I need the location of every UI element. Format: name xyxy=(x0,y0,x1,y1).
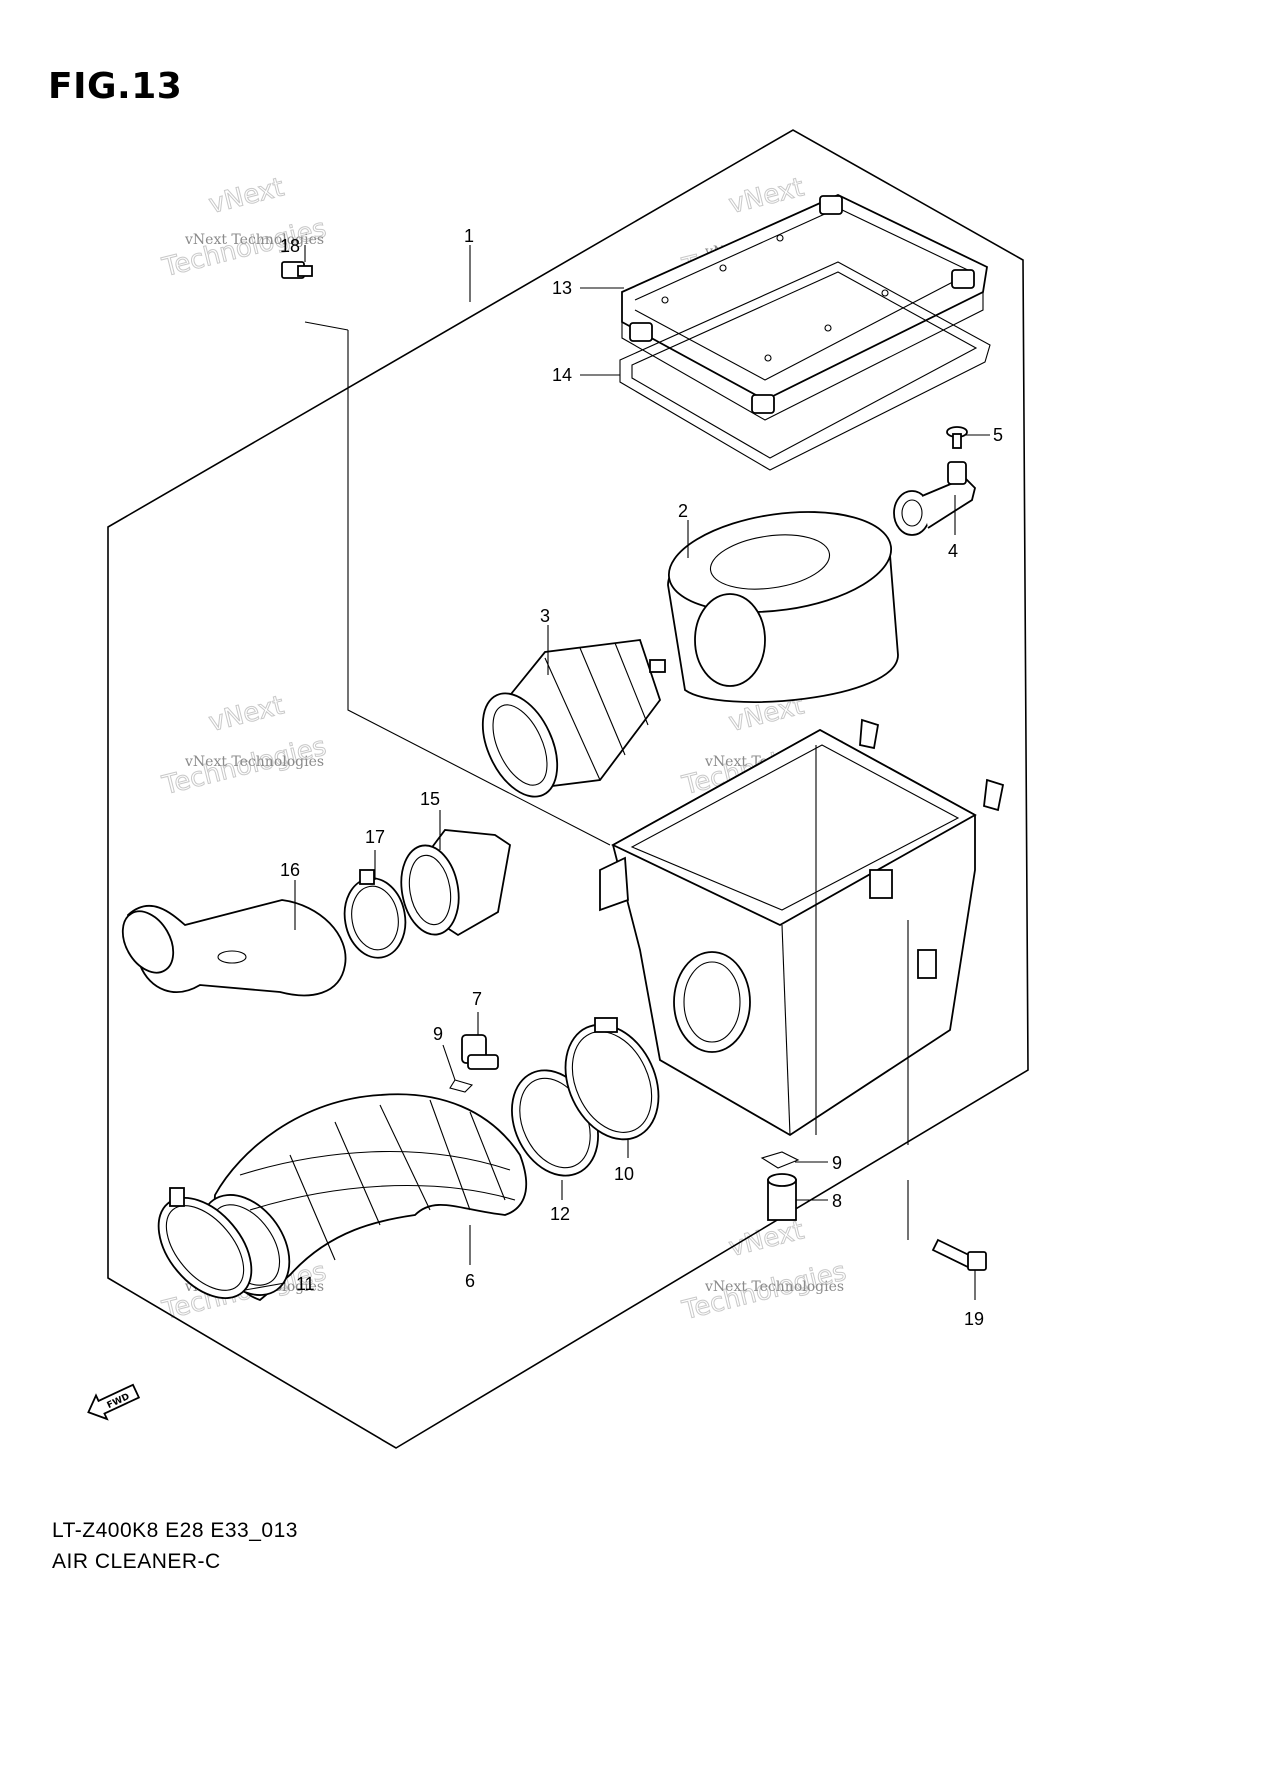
part-2-filter-element xyxy=(667,511,899,703)
part-3-element-cage xyxy=(481,639,666,798)
callout-6: 6 xyxy=(465,1271,475,1291)
callout-1: 1 xyxy=(464,226,474,246)
callout-labels: 1 2 3 4 5 6 7 8 9 9 10 11 12 13 14 15 16… xyxy=(280,226,1003,1329)
callout-14: 14 xyxy=(552,365,572,385)
watermark-small: vNext Technologies xyxy=(184,754,324,770)
callout-11: 11 xyxy=(296,1274,315,1294)
callout-9-lower: 9 xyxy=(832,1153,842,1173)
callout-12: 12 xyxy=(550,1204,570,1224)
callout-5: 5 xyxy=(993,425,1003,445)
part-14-gasket xyxy=(619,261,991,471)
callout-3: 3 xyxy=(540,606,550,626)
callout-16: 16 xyxy=(280,860,300,880)
part-11-clamp xyxy=(157,1187,253,1299)
air-cleaner-case xyxy=(599,718,1005,1137)
watermark-large-top: vNext xyxy=(726,1216,807,1263)
part-9-clip-upper xyxy=(449,1079,474,1093)
part-10-clamp xyxy=(564,1017,660,1141)
part-18-bolt xyxy=(281,261,313,279)
frame-inner-line xyxy=(304,321,349,331)
part-9-clip-lower xyxy=(760,1151,800,1169)
callout-2: 2 xyxy=(678,501,688,521)
part-4-clamp xyxy=(893,461,976,536)
part-19-bolt xyxy=(931,1238,987,1271)
callout-13: 13 xyxy=(552,278,572,298)
frame-inner-line xyxy=(347,330,611,846)
part-17-clamp xyxy=(343,869,407,959)
watermark-small: vNext Technologies xyxy=(184,232,324,248)
part-14-gasket-inner xyxy=(631,271,978,459)
part-15-intake-joint xyxy=(400,829,511,937)
callout-19: 19 xyxy=(964,1309,984,1329)
callout-9-upper: 9 xyxy=(433,1024,443,1044)
part-7-sensor xyxy=(461,1034,499,1070)
part-5-screw xyxy=(946,426,968,449)
callout-17: 17 xyxy=(365,827,385,847)
watermark-small: vNext Technologies xyxy=(704,1279,844,1295)
part-13-cover xyxy=(621,194,988,421)
assembly-name: AIR CLEANER-C xyxy=(52,1550,221,1573)
callout-10: 10 xyxy=(614,1164,634,1184)
callout-4: 4 xyxy=(948,541,958,561)
model-code: LT-Z400K8 E28 E33_013 xyxy=(52,1519,298,1542)
watermark-large-top: vNext xyxy=(206,173,287,220)
watermark-large-top: vNext xyxy=(726,173,807,220)
assembly-frame xyxy=(107,129,1029,1449)
callout-15: 15 xyxy=(420,789,440,809)
watermark-large-top: vNext xyxy=(206,691,287,738)
part-16-inlet-hose xyxy=(121,899,347,997)
callout-18: 18 xyxy=(280,236,300,256)
leader-lines xyxy=(244,245,990,1300)
callout-8: 8 xyxy=(832,1191,842,1211)
figure-title: FIG.13 xyxy=(48,66,183,107)
forward-arrow-icon: FWD xyxy=(87,1383,141,1421)
part-8-drain-cap xyxy=(767,1173,797,1221)
callout-7: 7 xyxy=(472,989,482,1009)
